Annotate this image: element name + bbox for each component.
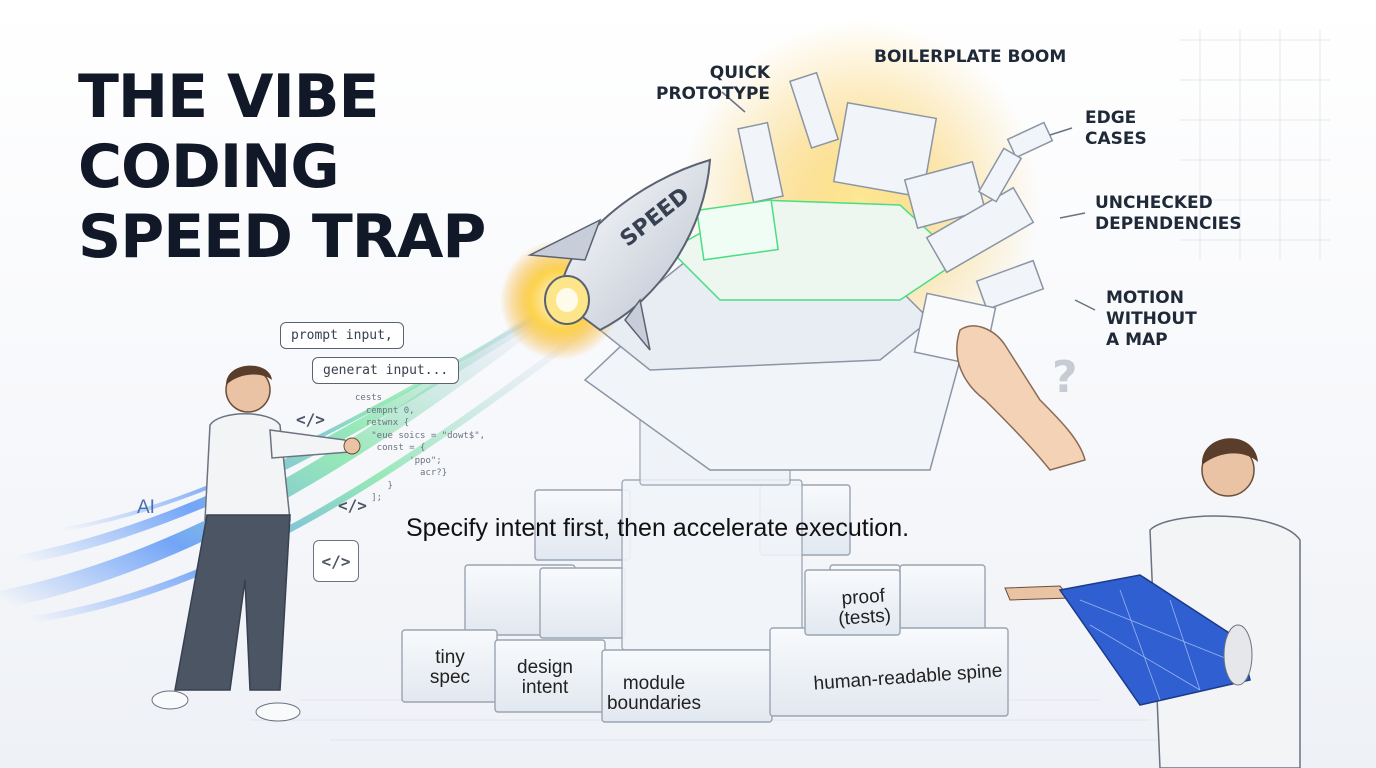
exploding-structure	[583, 71, 1054, 471]
prompt-bubble-2: generat input...	[312, 357, 460, 384]
title-line-2: CODING	[78, 132, 340, 202]
callout-boilerplate-boom-text: BOILERPLATE BOOM	[874, 47, 1067, 67]
callout-motion-without-a-map: MOTION WITHOUT A MAP	[1106, 288, 1197, 351]
reaching-hand	[956, 325, 1086, 471]
callout-motion-line-2: WITHOUT	[1106, 309, 1197, 329]
block-design-intent-line-2: intent	[521, 677, 569, 698]
developer-figure	[151, 365, 361, 722]
callout-edge-cases-line-1: EDGE	[1085, 108, 1137, 128]
callout-leaders	[721, 91, 1096, 311]
speed-rocket	[500, 158, 712, 360]
block-design-intent: design intent	[505, 658, 585, 698]
callout-edge-cases: EDGE CASES	[1085, 108, 1147, 150]
callout-unchecked-dependencies-line-2: DEPENDENCIES	[1095, 214, 1242, 234]
block-tiny-spec: tiny spec	[420, 648, 480, 688]
callout-edge-cases-line-2: CASES	[1085, 129, 1147, 149]
block-module-boundaries-line-2: boundaries	[606, 693, 702, 714]
callout-motion-line-1: MOTION	[1106, 288, 1184, 308]
tagline: Specify intent first, then accelerate ex…	[406, 514, 910, 542]
question-mark-icon: ?	[1052, 352, 1078, 403]
callout-unchecked-dependencies-line-1: UNCHECKED	[1095, 193, 1213, 213]
background-grid	[1180, 30, 1330, 260]
prompt-bubble-1: prompt input,	[280, 322, 404, 349]
title-line-3: SPEED TRAP	[78, 202, 486, 272]
code-tag-box-icon: </>	[313, 540, 359, 582]
block-tiny-spec-line-2: spec	[429, 667, 471, 688]
callout-quick-prototype: QUICK PROTOTYPE	[656, 63, 770, 105]
callout-motion-line-3: A MAP	[1106, 330, 1168, 350]
block-module-boundaries-line-1: module	[622, 673, 686, 694]
code-tag-icon: </>	[296, 410, 325, 429]
callout-unchecked-dependencies: UNCHECKED DEPENDENCIES	[1095, 193, 1242, 235]
page-title: THE VIBE CODING SPEED TRAP	[78, 62, 486, 272]
block-proof-tests: proof (tests)	[831, 586, 898, 630]
code-tag-icon: </>	[338, 496, 367, 515]
architect-figure	[1004, 438, 1301, 768]
ai-label: AI	[137, 497, 155, 518]
code-snippet: cests cempnt 0, retwnx { "eue soics = "d…	[355, 393, 486, 503]
block-tiny-spec-line-1: tiny	[435, 647, 465, 668]
callout-boilerplate-boom: BOILERPLATE BOOM	[874, 47, 1066, 68]
block-module-boundaries: module boundaries	[606, 674, 702, 714]
block-design-intent-line-1: design	[517, 657, 573, 678]
title-line-1: THE VIBE	[78, 62, 380, 132]
callout-quick-prototype-line-2: PROTOTYPE	[656, 84, 771, 104]
callout-quick-prototype-line-1: QUICK	[709, 63, 771, 83]
